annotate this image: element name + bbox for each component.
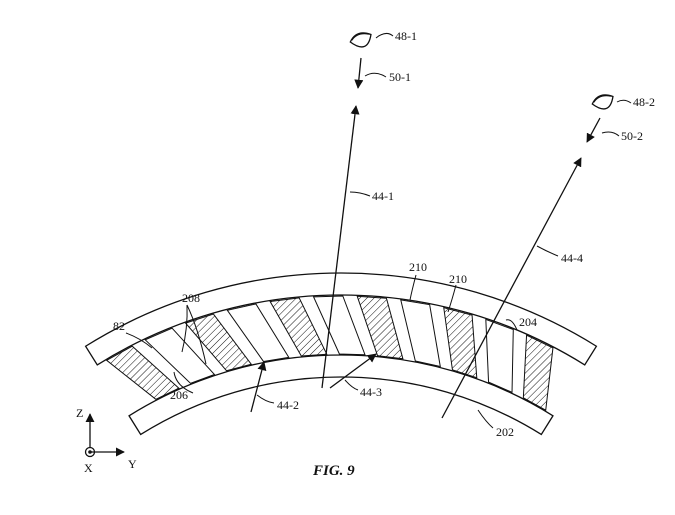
label-202: 202	[496, 425, 514, 439]
label-50-1: 50-1	[389, 70, 411, 84]
pixel-segments	[105, 295, 554, 411]
axis-z-label: Z	[76, 406, 83, 420]
label-44-4: 44-4	[561, 251, 583, 265]
outer-layer-204	[84, 272, 598, 366]
pixel-segment	[226, 303, 290, 363]
pixel-segment	[522, 334, 554, 411]
inner-layer-202	[128, 354, 554, 436]
eye-icon	[349, 32, 372, 48]
pixel-segment	[443, 306, 478, 379]
label-44-3: 44-3	[360, 385, 382, 399]
pixel-segment	[144, 327, 216, 384]
label-44-1: 44-1	[372, 189, 394, 203]
label-50-2: 50-2	[621, 129, 643, 143]
label-208: 208	[182, 291, 200, 305]
label-44-2: 44-2	[277, 398, 299, 412]
pixel-segment	[269, 297, 328, 357]
leader-lines	[125, 32, 632, 429]
eye-icon	[591, 94, 614, 110]
axis-y-label: Y	[128, 457, 137, 471]
figure-caption: FIG. 9	[312, 463, 355, 479]
label-48-1: 48-1	[395, 29, 417, 43]
pixel-segment	[105, 345, 180, 400]
coordinate-axes: Z X Y	[76, 406, 137, 475]
label-210-b: 210	[449, 272, 467, 286]
pixel-segment	[400, 299, 441, 368]
viewing-direction-50-1	[354, 57, 364, 89]
axis-x-label: X	[84, 461, 93, 475]
label-82: 82	[113, 319, 125, 333]
pixel-segment	[312, 295, 366, 356]
label-206: 206	[170, 388, 188, 402]
ray-44-2	[250, 361, 267, 413]
label-210-a: 210	[409, 260, 427, 274]
ray-44-1	[321, 105, 360, 389]
ray-44-3	[329, 353, 377, 389]
label-204: 204	[519, 315, 537, 329]
pixel-segment	[356, 295, 404, 360]
pixel-segment	[485, 318, 514, 394]
label-48-2: 48-2	[633, 95, 655, 109]
ray-44-4	[441, 157, 582, 419]
viewing-direction-50-2	[586, 117, 601, 143]
